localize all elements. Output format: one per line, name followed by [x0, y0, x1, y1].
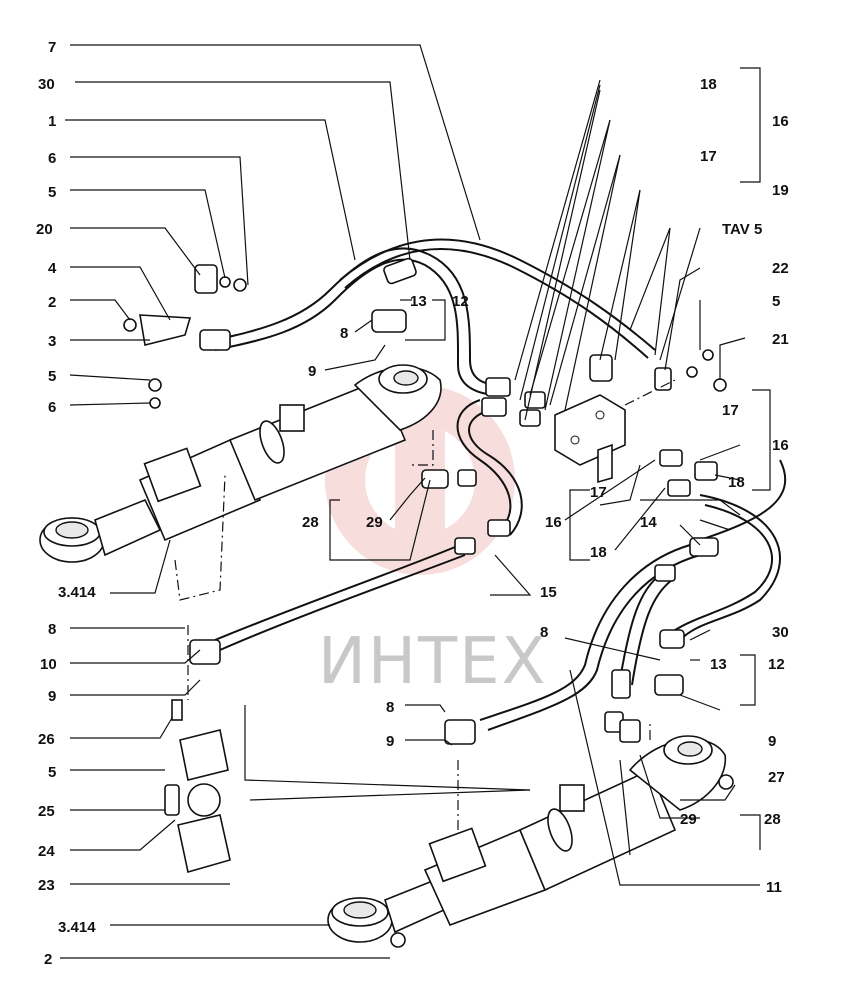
- label-18-right: 18: [728, 474, 745, 491]
- label-15: 15: [540, 584, 557, 601]
- label-23: 23: [38, 877, 55, 894]
- label-4: 4: [48, 260, 57, 277]
- label-28-right: 28: [764, 811, 781, 828]
- distribution-block: [554, 394, 626, 484]
- label-9-center: 9: [386, 733, 394, 750]
- label-8-center: 8: [386, 699, 394, 716]
- label-30-bottom: 30: [772, 624, 789, 641]
- label-5-bottom: 5: [48, 764, 56, 781]
- label-18-top: 18: [700, 76, 717, 93]
- label-tav5: TAV 5: [722, 221, 762, 238]
- label-3: 3: [48, 333, 56, 350]
- label-10: 10: [40, 656, 57, 673]
- label-5-top: 5: [48, 184, 56, 201]
- label-13-bottom: 13: [710, 656, 727, 673]
- part-labels: 7 30 1 6 5 20 4 2 3 5 6 13 12 8 9 18 16 …: [36, 39, 789, 968]
- label-12-bottom: 12: [768, 656, 785, 673]
- label-16-block: 16: [545, 514, 562, 531]
- label-6-top: 6: [48, 150, 56, 167]
- label-12-top: 12: [452, 293, 469, 310]
- label-26: 26: [38, 731, 55, 748]
- label-8-right: 8: [540, 624, 548, 641]
- label-16-top: 16: [772, 113, 789, 130]
- label-22: 22: [772, 260, 789, 277]
- label-25: 25: [38, 803, 55, 820]
- label-2-bottom: 2: [44, 951, 52, 968]
- label-19: 19: [772, 182, 789, 199]
- hose-lines: [214, 238, 787, 731]
- label-27: 27: [768, 769, 785, 786]
- label-8-top: 8: [340, 325, 348, 342]
- label-17-right: 17: [722, 402, 739, 419]
- lower-hydraulic-cylinder: [327, 735, 727, 943]
- label-17-block: 17: [590, 484, 607, 501]
- label-28-left: 28: [302, 514, 319, 531]
- leader-lines: [60, 44, 771, 959]
- label-16-right: 16: [772, 437, 789, 454]
- label-5-right: 5: [772, 293, 780, 310]
- label-21: 21: [772, 331, 789, 348]
- label-8-left: 8: [48, 621, 56, 638]
- label-11: 11: [766, 879, 782, 896]
- label-29-right: 29: [680, 811, 697, 828]
- label-1: 1: [48, 113, 56, 130]
- label-7: 7: [48, 39, 56, 56]
- upper-hydraulic-cylinder: [39, 364, 442, 563]
- label-24: 24: [38, 843, 55, 860]
- label-30-top: 30: [38, 76, 55, 93]
- label-9-right: 9: [768, 733, 776, 750]
- label-3414-bottom: 3.414: [58, 919, 96, 936]
- fittings-and-washers: [123, 257, 734, 948]
- label-2-top: 2: [48, 294, 56, 311]
- label-6-mid: 6: [48, 399, 56, 416]
- watermark-text: ИНТЕХ: [318, 625, 547, 699]
- label-20: 20: [36, 221, 53, 238]
- label-3414-top: 3.414: [58, 584, 96, 601]
- label-14: 14: [640, 514, 657, 531]
- label-18-block: 18: [590, 544, 607, 561]
- label-5-mid: 5: [48, 368, 56, 385]
- label-13-top: 13: [410, 293, 427, 310]
- centre-lines: [174, 379, 676, 830]
- label-9-left: 9: [48, 688, 56, 705]
- label-9-top: 9: [308, 363, 316, 380]
- label-29-left: 29: [366, 514, 383, 531]
- label-17-top: 17: [700, 148, 717, 165]
